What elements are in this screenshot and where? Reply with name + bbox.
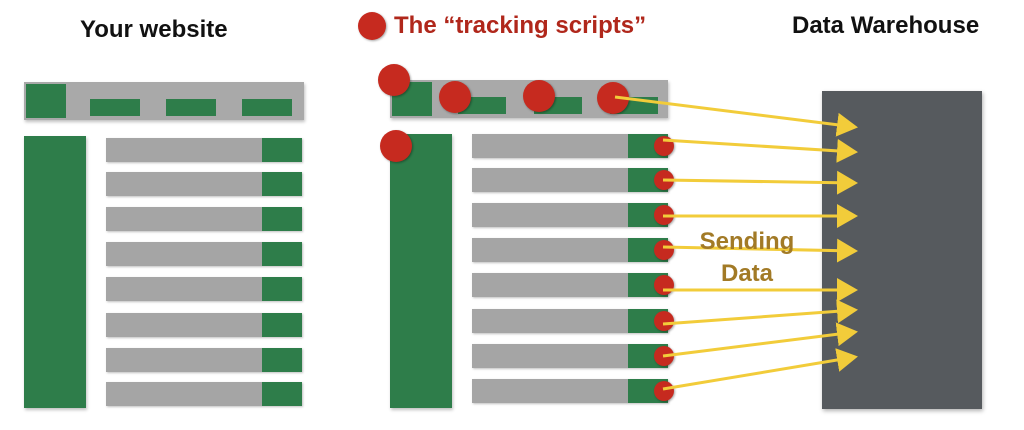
tracker-dot xyxy=(654,346,674,366)
row-action-block xyxy=(262,138,302,162)
tracking-script-legend-dot xyxy=(358,12,386,40)
data-warehouse-title: Data Warehouse xyxy=(792,12,980,39)
row-action-block xyxy=(262,382,302,406)
row-action-block xyxy=(262,348,302,372)
row-action-block xyxy=(262,242,302,266)
website-nav-item xyxy=(166,99,216,116)
tracker-dot xyxy=(380,130,412,162)
tracker-dot xyxy=(654,381,674,401)
data-warehouse-box xyxy=(822,91,982,409)
website-nav-item xyxy=(242,99,292,116)
row-action-block xyxy=(262,172,302,196)
tracker-dot xyxy=(654,240,674,260)
tracking-scripts-title: The “tracking scripts” xyxy=(394,12,647,39)
tracker-dot xyxy=(654,275,674,295)
tracked-sidebar xyxy=(390,134,452,408)
row-action-block xyxy=(262,207,302,231)
tracker-dot xyxy=(523,80,555,112)
sending-label-line2: Data xyxy=(720,260,774,287)
tracker-dot xyxy=(654,136,674,156)
row-action-block xyxy=(262,277,302,301)
website-sidebar xyxy=(24,136,86,408)
tracker-dot xyxy=(654,170,674,190)
tracker-dot xyxy=(439,81,471,113)
tracker-dot xyxy=(654,205,674,225)
tracker-dot xyxy=(597,82,629,114)
tracker-dot xyxy=(378,64,410,96)
your-website-title: Your website xyxy=(80,16,228,43)
sending-data-label: Sending Data xyxy=(692,226,802,290)
row-action-block xyxy=(262,313,302,337)
tracker-dot xyxy=(654,311,674,331)
sending-label-line1: Sending xyxy=(699,228,795,255)
website-nav-item xyxy=(90,99,140,116)
website-logo xyxy=(26,84,66,118)
